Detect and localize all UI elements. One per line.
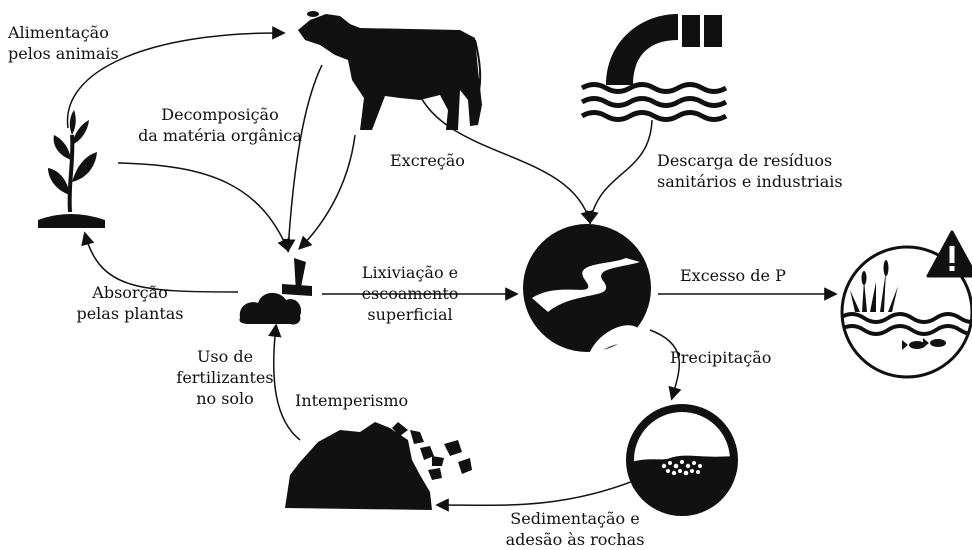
label-precipitation: Precipitação [670,348,772,367]
label-excess: Excesso de P [680,266,786,285]
arrow-cow-to-soil-1 [281,64,323,253]
cow-icon [298,11,482,130]
rocks-icon [285,422,472,510]
river-icon [523,224,651,352]
arrow-feeding [66,26,286,129]
soil-fertilizer-icon [239,258,312,325]
arrow-decomposition [117,162,290,253]
label-excretion: Excreção [390,151,465,170]
plant-icon [38,110,105,228]
arrow-absorption [81,231,239,293]
sediment-icon [626,404,738,516]
arrow-excretion-to-river [417,91,594,225]
warning-icon [926,230,972,278]
pipe-discharge-icon [580,14,728,122]
arrow-sedimentation [435,479,637,512]
eutrophic-lake-icon [840,245,972,379]
arrow-cow-to-soil-2 [298,134,356,250]
arrow-precipitation [649,329,682,401]
arrow-weathering [268,323,301,441]
label-weathering: Intemperismo [295,391,409,410]
arrow-discharge-to-river [585,119,653,225]
